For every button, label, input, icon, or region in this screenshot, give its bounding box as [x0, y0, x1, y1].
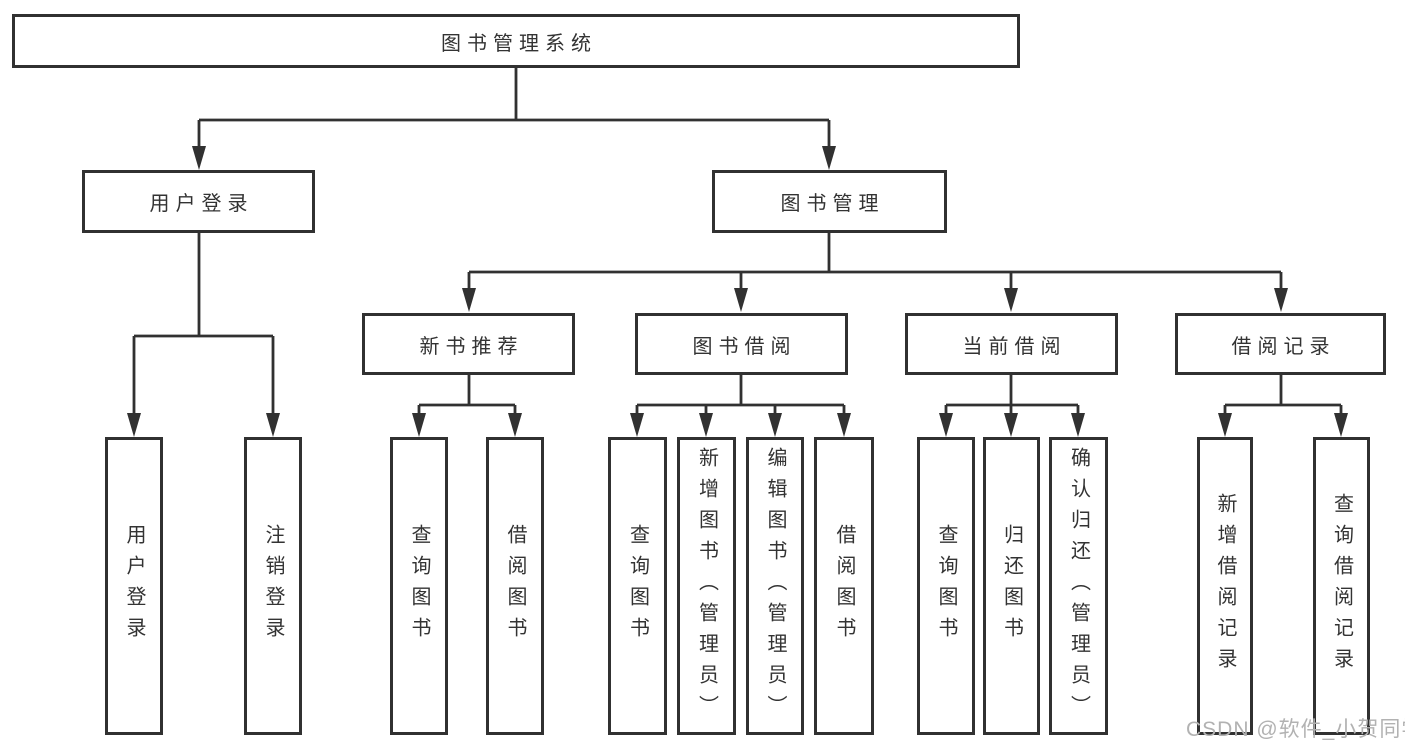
node-leaf-query-books-current-label: 查询图书	[935, 524, 957, 648]
node-leaf-add-books-admin-label: 新增图书（管理员）	[695, 446, 718, 726]
arrowhead	[192, 146, 206, 170]
arrowheads	[127, 146, 1348, 437]
node-current-borrowing-label: 当前借阅	[962, 335, 1067, 358]
node-book-borrowing: 图书借阅	[635, 313, 848, 375]
node-leaf-query-books-recommend: 查询图书	[390, 437, 448, 735]
arrowhead	[1334, 413, 1348, 437]
node-root: 图书管理系统	[12, 14, 1020, 68]
node-leaf-borrow-books-borrowing: 借阅图书	[814, 437, 874, 735]
connector-borrowing-records-to-leaves	[1223, 375, 1343, 417]
node-new-book-recommend-label: 新书推荐	[419, 335, 524, 358]
node-leaf-logout-label: 注销登录	[262, 524, 284, 648]
arrowhead	[1071, 413, 1085, 437]
arrowhead	[630, 413, 644, 437]
node-leaf-borrow-books-recommend-label: 借阅图书	[504, 524, 526, 648]
node-root-label: 图书管理系统	[441, 32, 597, 55]
node-leaf-add-borrow-record: 新增借阅记录	[1197, 437, 1253, 735]
node-user-login: 用户登录	[82, 170, 315, 233]
node-new-book-recommend: 新书推荐	[362, 313, 575, 375]
connector-book-borrowing-to-leaves	[635, 375, 846, 417]
connector-current-borrowing-to-leaves	[944, 375, 1080, 417]
connector-user-login-to-leaves	[132, 233, 275, 417]
node-leaf-query-books-borrowing-label: 查询图书	[626, 524, 649, 648]
arrowhead	[939, 413, 953, 437]
arrowhead	[1274, 288, 1288, 312]
node-leaf-confirm-return-admin-label: 确认归还（管理员）	[1067, 446, 1090, 726]
connector-book-management-to-level3	[467, 233, 1283, 292]
node-leaf-query-books-borrowing: 查询图书	[608, 437, 667, 735]
node-borrowing-records-label: 借阅记录	[1231, 335, 1336, 358]
arrowhead	[1004, 288, 1018, 312]
arrowhead	[837, 413, 851, 437]
arrowhead	[1218, 413, 1232, 437]
connector-new-book-recommend-to-leaves	[417, 375, 517, 417]
node-leaf-edit-books-admin: 编辑图书（管理员）	[746, 437, 804, 735]
arrowhead	[768, 413, 782, 437]
arrowhead	[462, 288, 476, 312]
node-leaf-query-borrow-record-label: 查询借阅记录	[1330, 493, 1353, 679]
arrowhead	[734, 288, 748, 312]
node-borrowing-records: 借阅记录	[1175, 313, 1386, 375]
watermark: CSDN @软件_小贺同学	[1186, 718, 1405, 741]
node-leaf-logout: 注销登录	[244, 437, 302, 735]
node-current-borrowing: 当前借阅	[905, 313, 1118, 375]
node-leaf-query-books-recommend-label: 查询图书	[408, 524, 430, 648]
node-leaf-borrow-books-recommend: 借阅图书	[486, 437, 544, 735]
node-leaf-query-books-current: 查询图书	[917, 437, 975, 735]
node-leaf-add-books-admin: 新增图书（管理员）	[677, 437, 736, 735]
node-leaf-user-login: 用户登录	[105, 437, 163, 735]
node-leaf-query-borrow-record: 查询借阅记录	[1313, 437, 1370, 735]
node-leaf-confirm-return-admin: 确认归还（管理员）	[1049, 437, 1108, 735]
node-user-login-label: 用户登录	[149, 193, 254, 215]
node-leaf-borrow-books-borrowing-label: 借阅图书	[833, 524, 855, 648]
node-leaf-return-books-label: 归还图书	[1000, 524, 1023, 648]
connector-root-to-level2	[197, 68, 831, 150]
node-leaf-return-books: 归还图书	[983, 437, 1040, 735]
arrowhead	[266, 413, 280, 437]
arrowhead	[127, 413, 141, 437]
arrowhead	[1004, 413, 1018, 437]
arrowhead	[412, 413, 426, 437]
arrowhead	[699, 413, 713, 437]
arrowhead	[822, 146, 836, 170]
node-book-borrowing-label: 图书借阅	[692, 335, 797, 358]
node-book-management: 图书管理	[712, 170, 947, 233]
node-book-management-label: 图书管理	[780, 193, 885, 215]
node-leaf-add-borrow-record-label: 新增借阅记录	[1214, 493, 1236, 679]
node-leaf-edit-books-admin-label: 编辑图书（管理员）	[764, 446, 786, 726]
node-leaf-user-login-label: 用户登录	[123, 524, 145, 648]
arrowhead	[508, 413, 522, 437]
